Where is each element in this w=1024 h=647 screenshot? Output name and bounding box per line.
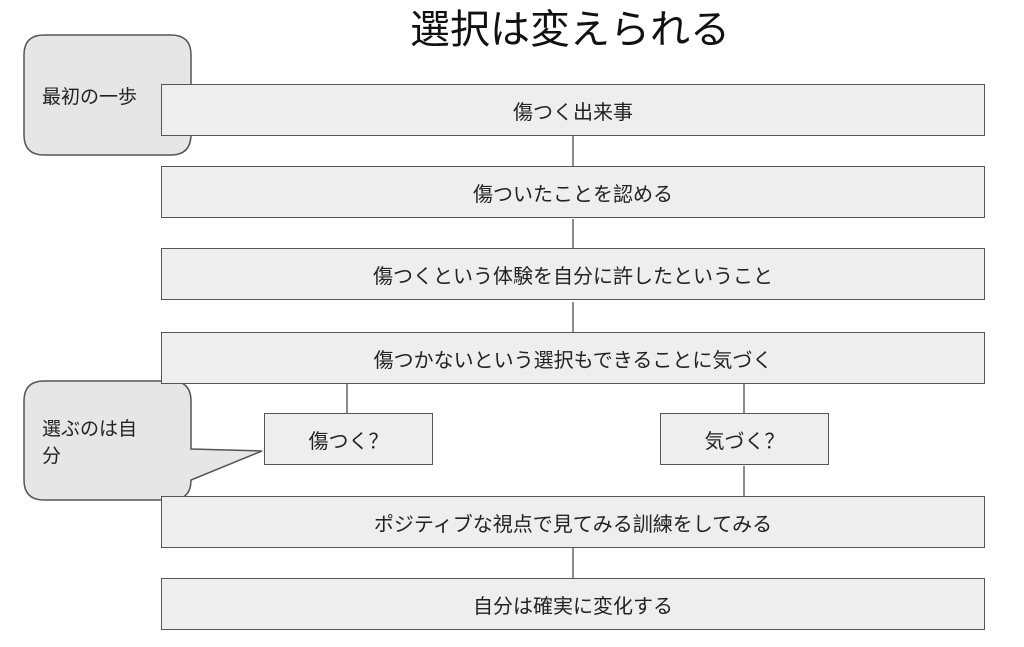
step-acknowledge-hurt: 傷ついたことを認める	[161, 166, 985, 218]
diagram-title: 選択は変えられる	[410, 7, 730, 53]
branch-get-hurt: 傷つく？	[264, 413, 433, 465]
step-notice-choice: 傷つかないという選択もできることに気づく	[161, 332, 985, 384]
callout-label-choice: 選ぶのは自 分	[42, 416, 137, 470]
step-painful-event: 傷つく出来事	[161, 84, 985, 136]
callout-label-choice-line1: 選ぶのは自	[42, 418, 138, 440]
step-self-change: 自分は確実に変化する	[161, 578, 985, 630]
step-allow-experience: 傷つくという体験を自分に許したということ	[161, 248, 985, 300]
callout-label-choice-line2: 分	[42, 445, 62, 467]
step-positive-view-training: ポジティブな視点で見てみる訓練をしてみる	[161, 496, 985, 548]
callout-label-first-step: 最初の一歩	[42, 86, 138, 108]
branch-notice: 気づく？	[660, 413, 829, 465]
